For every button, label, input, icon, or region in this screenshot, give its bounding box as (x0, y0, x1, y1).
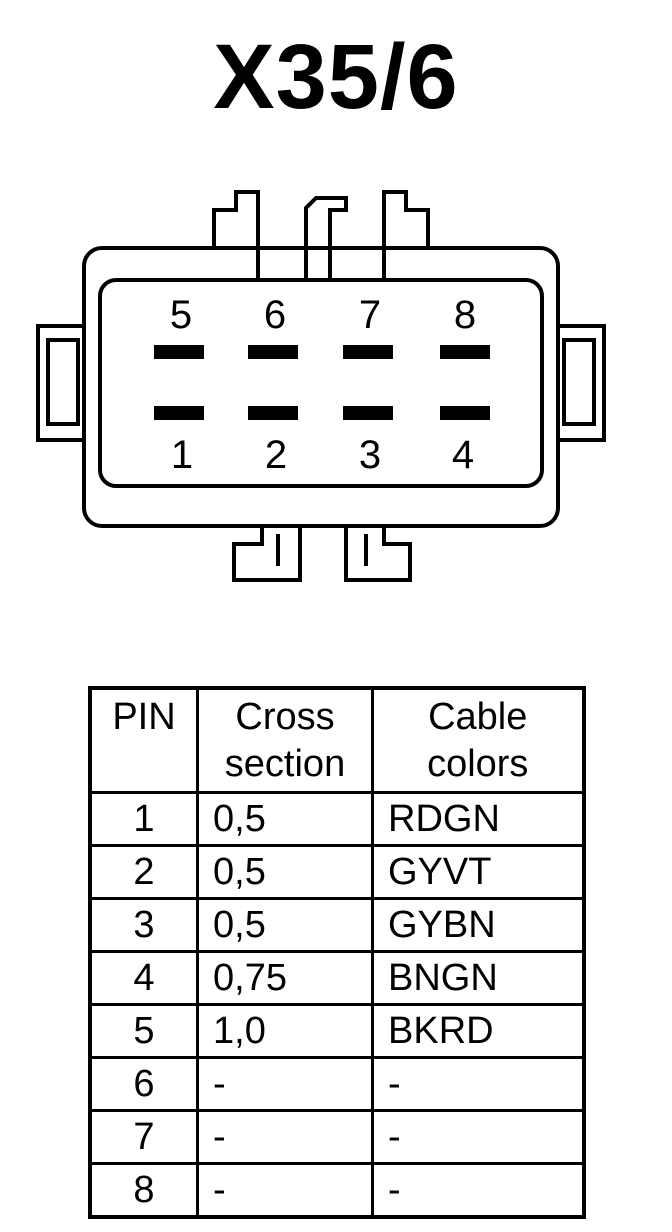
cell-cross-section: 0,75 (196, 949, 374, 1006)
cell-cross-section: 0,5 (196, 790, 374, 847)
cell-pin: 7 (88, 1108, 199, 1165)
pin-label-4: 4 (452, 433, 474, 477)
header-pin: PIN (88, 686, 199, 794)
connector-title: X35/6 (213, 26, 459, 128)
contact-pin-5 (154, 345, 204, 359)
contact-pin-7 (343, 345, 393, 359)
header-cable-colors: Cable colors (371, 686, 585, 794)
contact-pin-6 (248, 345, 298, 359)
cell-cross-section: - (196, 1055, 374, 1112)
connector-diagram: 5 6 7 8 1 2 3 4 (36, 190, 606, 582)
cell-pin: 8 (88, 1161, 199, 1218)
cell-cross-section: 0,5 (196, 843, 374, 900)
header-cross-section: Cross section (196, 686, 374, 794)
table-row: 4 0,75 BNGN (88, 949, 585, 1006)
cell-cable-color: - (371, 1108, 585, 1165)
cell-cable-color: GYBN (371, 896, 585, 953)
pin-contacts (154, 345, 490, 420)
cell-pin: 2 (88, 843, 199, 900)
contact-pin-4 (440, 406, 490, 420)
cell-cable-color: - (371, 1161, 585, 1218)
table-row: 6 - - (88, 1055, 585, 1112)
housing-outer (82, 246, 560, 528)
pin-label-8: 8 (454, 293, 476, 337)
pin-label-3: 3 (359, 433, 381, 477)
cell-cross-section: - (196, 1161, 374, 1218)
cell-cable-color: BNGN (371, 949, 585, 1006)
table-row: 1 0,5 RDGN (88, 790, 585, 847)
table-row: 2 0,5 GYVT (88, 843, 585, 900)
table-row: 5 1,0 BKRD (88, 1002, 585, 1059)
cell-pin: 5 (88, 1002, 199, 1059)
pin-label-5: 5 (170, 293, 192, 337)
left-latch (36, 324, 84, 442)
contact-pin-3 (343, 406, 393, 420)
contact-pin-2 (248, 406, 298, 420)
cell-pin: 3 (88, 896, 199, 953)
pin-label-1: 1 (171, 433, 193, 477)
table-header-row: PIN Cross section Cable colors (88, 686, 585, 794)
cell-cable-color: GYVT (371, 843, 585, 900)
top-tab-left (212, 190, 260, 280)
pin-label-6: 6 (264, 293, 286, 337)
cell-cross-section: 1,0 (196, 1002, 374, 1059)
contact-pin-8 (440, 345, 490, 359)
cell-pin: 1 (88, 790, 199, 847)
cell-cross-section: 0,5 (196, 896, 374, 953)
contact-pin-1 (154, 406, 204, 420)
pin-assignment-table: PIN Cross section Cable colors 1 0,5 RDG… (88, 686, 586, 1219)
table-row: 7 - - (88, 1108, 585, 1165)
table-row: 8 - - (88, 1161, 585, 1218)
cell-cable-color: BKRD (371, 1002, 585, 1059)
top-tab-right (382, 190, 430, 280)
bottom-key-right (344, 526, 412, 582)
pin-label-2: 2 (265, 433, 287, 477)
table-row: 3 0,5 GYBN (88, 896, 585, 953)
cell-pin: 4 (88, 949, 199, 1006)
top-tab-center (304, 196, 348, 280)
housing-inner (98, 278, 544, 488)
cell-cable-color: RDGN (371, 790, 585, 847)
cell-cross-section: - (196, 1108, 374, 1165)
bottom-key-left (232, 526, 302, 582)
cell-cable-color: - (371, 1055, 585, 1112)
right-latch (558, 324, 606, 442)
cell-pin: 6 (88, 1055, 199, 1112)
pin-label-7: 7 (359, 293, 381, 337)
